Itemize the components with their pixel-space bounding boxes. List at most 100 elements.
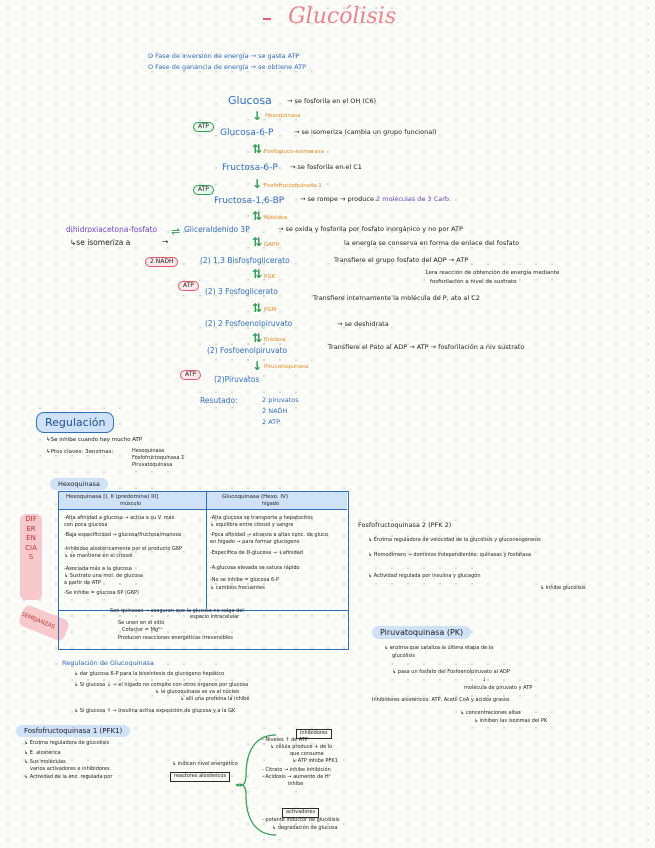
pg2-note: → se deshidrata [337,320,389,328]
g3p-note: → se oxida y fosforila por fosfato inorg… [278,225,463,233]
hexo-col2-item-2: ↳ equilibra entre citosol y sangre [210,522,294,528]
pfk1-item-2: ↳ E. alostérica [24,750,61,756]
hexo-col2-title: Glucoquinasa (Hexo. IV) [222,494,288,500]
reg-gluco-item-4: ↳ allí una proteína la inhibe [180,696,250,702]
g6p-note: → se isomeriza (cambia un grupo funciona… [294,128,437,136]
semejanzas-2: espacio intracelular [190,614,240,620]
bpg-label: (2) 1,3 Bisfosfoglicerato [200,256,290,265]
hexo-col1-item-6: -Asociada más a la glucosa [64,566,132,572]
atp-bubble-2: ATP [193,185,214,195]
f16bp-note: → se rompe → produce 2 moléculas de 3 Ca… [300,195,452,203]
pfk1-item-4: varios activadores e inhibidores [30,766,110,772]
resultado-2: 2 NADH [262,407,288,415]
hexo-col2-item-3: -Poca afinidad → alcanza a altas conc. d… [210,532,328,538]
reg-gluco-item-2: ↳ Si glucosa ↓ → el hígado no compite co… [74,682,249,688]
energia-note: la energía se conserva en forma de enlac… [344,239,520,247]
dhap-label: dihidroxiacetona-fosfato [66,225,158,234]
pfk1-item-5: ↳ Actividad de la enz. regulada por [24,774,113,780]
arrow-updown-5: ⇅ [252,301,263,315]
diferencias-label: DIFERENCIAS [25,515,37,561]
pfk1-activ-box: activadores [282,808,320,818]
pfk1-activ-1: - potente inductor de glucólisis [262,817,340,823]
nadh-bubble: 2 NADH [145,257,179,267]
arrow-updown-6: ⇅ [252,331,263,345]
hexo-col1-item-5: ↳ se mantiene en el citosol [64,553,133,559]
pk-item-2: glucólisis [392,653,415,659]
reg-gluco-title: Regulación de Glucoquinasa [62,659,155,667]
pgm-enzyme: PGM [264,307,277,313]
pep-label: (2) Fosfoenolpiruvato [207,346,288,355]
pfk2-title: Fosfofructoquinasa 2 (PFK 2) [358,521,452,529]
hexo-col1-item-2: con poca glucosa [64,522,108,528]
hexo-col1-item-4: -Inhibidas alostéricamente por el produc… [64,546,183,552]
page-title: Glucólisis [263,4,396,29]
phase-2: O Fase de ganancia de energía → se obtie… [148,63,306,71]
regulacion-enzima-2: Fosfofructoquinasa 1 [132,455,185,461]
arrow-down-1: ↓ [252,109,263,123]
atp-bubble-3: ATP [178,281,199,291]
semejanzas-4: Cofactor = Mg²⁺ [122,627,163,633]
reg-gluco-item-1: ↳ dar glucosa 6-P para la biosíntesis de… [74,671,225,677]
arrow-updown-3: ⇅ [252,235,263,249]
aldolasa-enzyme: Aldolasa [264,215,288,221]
f16bp-label: Fructosa-1,6-BP [214,196,285,206]
hexo-col1-item-3: -Baja especificidad → glucosa/fructosa/m… [64,532,182,538]
hexo-table-divider [206,492,207,609]
arrow-updown-4: ⇅ [252,267,263,281]
pk-item-3: ↳ pasa un fosfato del Fosfoenolpiruvato … [392,669,510,675]
pfk1-item-3: ↳ Sus moléculas [24,759,66,765]
pk-item-7: ↳ concentraciones altas [460,710,521,716]
phase-1: O Fase de inversión de energía → se gast… [148,52,300,60]
pk-title: Piruvatoquinasa (PK) [372,626,472,639]
hexo-col1-item-8: a partir de ATP [64,580,101,586]
pfk2-item-1: ↳ Enzima reguladora de velocidad de la g… [368,537,541,543]
hexo-col2-item-7: -No se inhibe = glucosa 6-P [210,577,279,583]
pfk1-inhib-4: ↳ ATP inhibe PFK1 [292,758,338,764]
hexo-col1-item-1: -Alta afinidad a glucosa → actúa a su V.… [64,515,175,521]
atp-bubble-4: ATP [180,370,201,380]
diferencias-label-bg [20,514,42,600]
pfk1-inhib-5: - Citrato → inhibe inhibición [262,767,331,773]
hexo-table-header [59,492,347,510]
reg-gluco-item-5: ↳ Si glucosa ↑ → Insulina activa exposic… [74,708,236,714]
pfk1-activ-2: ↳ degradación de glucosa [272,825,338,831]
g6p-label: Glucosa-6-P [220,128,274,138]
arrow-updown-1: ⇅ [252,142,263,156]
pfk1-inhib-6: - Acidosis → aumento de H⁺ [262,774,332,780]
arrow-down-3: ↓ [252,359,263,373]
pg3-label: (2) 3 Fosfoglicerato [205,287,278,296]
glucosa-note: → se fosforila en el OH (C6) [287,97,377,105]
regulacion-line-2: ↳Ptos claves: 3enzimas: [46,449,114,455]
pfk1-inhib-7: inhibe [288,781,304,787]
bpg-note: Transfiere el grupo fosfato del ADP → AT… [334,256,469,264]
hexo-col2-item-1: -Alta glucosa se transporta a hepatocito… [210,515,313,521]
hexo-col2-sub: hígado [262,501,280,507]
pgk-enzyme: PGK [264,274,276,280]
piruvatos-label: (2)Piruvatos [214,375,260,384]
reg-gluco-item-3: ↳ la glucoquinasa se va al núcleo [155,689,240,695]
piruvatoquinasa-enzyme: Piruvatoquinasa [264,364,309,370]
pfk2-item-3: ↳ Actividad regulada por insulina y gluc… [368,573,481,579]
pfk1-inhib-box: inhibidores [296,729,332,739]
hexo-col1-item-9: -Se inhibe = glucosa 6P (G6P) [64,590,139,596]
regulacion-line-1: ↳Se inhibe cuando hay mucho ATP [46,437,143,443]
fosfogluco-isomerasa: Fosfogluco-isomerasa [264,149,324,155]
pg2-label: (2) 2 Fosfoenolpiruvato [205,319,293,328]
enolasa-enzyme: Enolasa [264,337,286,343]
resultado-label: Resutado: [200,396,238,405]
pep-note: Transfiere el Pato al ADP → ATP → fosfor… [328,343,525,351]
pfk1-item-6: ↳ indican nivel energético [172,761,238,767]
semejanzas-5: Producen reacciones energéticas irrevers… [118,635,233,641]
hexo-col2-item-5: -Específica de D-glucosa → ↓afinidad [210,550,303,556]
pk-item-4: ↓ [482,677,487,683]
isomeriza-arrow: → [162,237,169,246]
pfk1-brace [236,734,277,836]
semejanzas-3: Se unen en el sitio [118,620,165,626]
f6p-note: → se fosforila en el C1 [290,163,362,171]
hexo-col1-title: Hexoquinasa [I, II (predomina) III] [66,494,159,500]
pfk1-inhib-1: - Niveles ↑ de ATP [262,737,308,743]
arrow-updown-2: ⇅ [252,209,263,223]
pfk1-title: Fosfofructoquinasa 1 (PFK1) [16,725,131,737]
pfk1-enzyme: Fosfofructoquinasa-1 [264,183,322,189]
isomeriza-note: ↳se isomeriza a [70,238,131,247]
